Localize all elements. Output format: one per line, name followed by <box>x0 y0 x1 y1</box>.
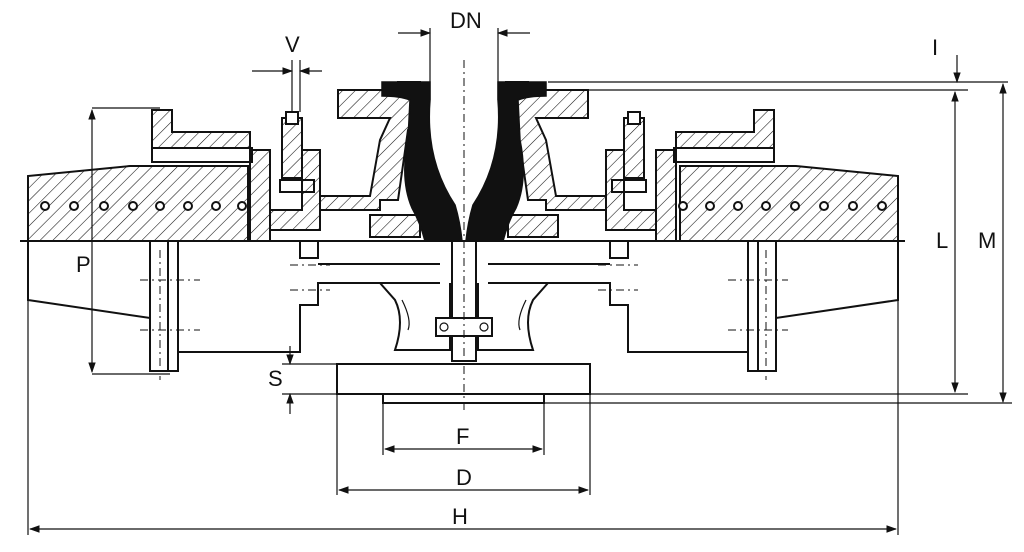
spring-coils-right <box>678 201 887 211</box>
label-p: P <box>76 252 91 277</box>
label-v: V <box>285 32 300 57</box>
label-d: D <box>456 465 472 490</box>
valve-upper-section <box>27 60 899 410</box>
dimension-labels: DN V I L M P S F D H <box>76 8 996 529</box>
valve-lower-body <box>20 240 905 404</box>
label-h: H <box>452 504 468 529</box>
label-s: S <box>268 366 283 391</box>
spring-coils-left <box>40 201 247 211</box>
label-m: M <box>978 228 996 253</box>
label-i: I <box>932 35 938 60</box>
label-dn: DN <box>450 8 482 33</box>
dimension-lines <box>27 28 1012 535</box>
label-l: L <box>936 228 948 253</box>
label-f: F <box>456 424 469 449</box>
